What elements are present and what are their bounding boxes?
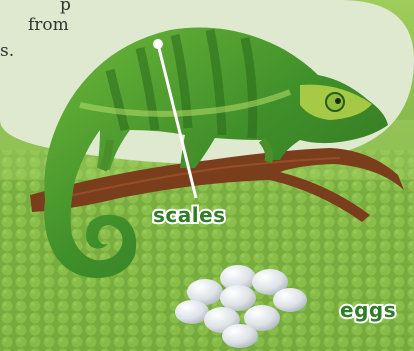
- eggs-label: eggs: [340, 298, 396, 322]
- callout-line-2: from: [28, 14, 69, 36]
- scales-leader-dot: [153, 39, 163, 49]
- scales-label: scales: [153, 203, 226, 227]
- chameleon-eye: [326, 93, 344, 111]
- callout-line-3: s.: [0, 40, 14, 62]
